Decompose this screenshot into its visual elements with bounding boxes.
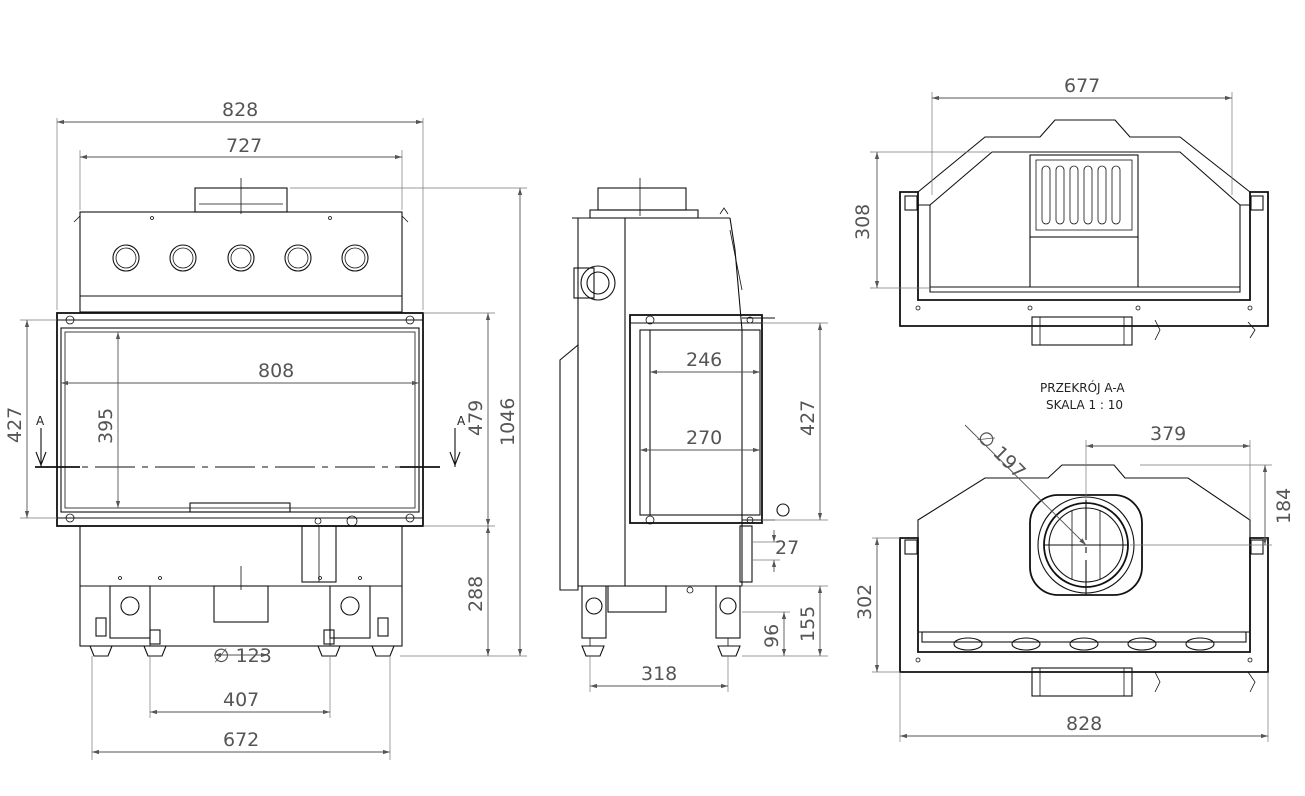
leg-brackets: [109, 585, 371, 646]
dim-27: 27: [775, 537, 799, 559]
dim-427-side: 427: [797, 400, 819, 436]
section-mark-left: A: [36, 414, 45, 428]
dim-96: 96: [761, 624, 783, 648]
dim-407: 407: [223, 689, 259, 711]
dim-184: 184: [1273, 488, 1295, 524]
dim-d197: ∅ 197: [972, 426, 1029, 483]
convection-holes: [112, 244, 369, 272]
dim-479: 479: [465, 400, 487, 436]
dim-828-section: 828: [1066, 713, 1102, 735]
front-dimensions: 828 727 808 395 427 479 1046 288 ∅ 123 4…: [4, 99, 527, 760]
dim-246: 246: [686, 349, 722, 371]
dim-308: 308: [852, 204, 874, 240]
dim-427-front: 427: [4, 407, 26, 443]
grate-slots: [1041, 165, 1121, 225]
dim-727: 727: [226, 135, 262, 157]
dim-d123: ∅ 123: [213, 645, 272, 667]
dim-808: 808: [258, 360, 294, 382]
dim-379: 379: [1150, 423, 1186, 445]
dim-318: 318: [641, 663, 677, 685]
dim-677: 677: [1064, 75, 1100, 97]
section-caption: PRZEKRÓJ A-A: [1040, 380, 1125, 395]
section-view: [899, 464, 1269, 697]
side-view: [559, 178, 790, 657]
section-scale: SKALA 1 : 10: [1046, 398, 1123, 412]
dim-395: 395: [95, 408, 117, 444]
air-duct-openings: [953, 637, 1215, 651]
dim-828-front: 828: [222, 99, 258, 121]
side-dimensions: 246 270 427 27 155 96 318: [589, 322, 828, 692]
dim-302: 302: [854, 584, 876, 620]
top-dimensions: 677 308: [852, 75, 1233, 289]
dim-288: 288: [465, 576, 487, 612]
top-view: [899, 119, 1269, 346]
dim-155: 155: [797, 606, 819, 642]
front-view: A A: [35, 178, 466, 657]
section-dimensions: ∅ 197 379 184 302 828: [854, 423, 1295, 742]
dim-672: 672: [223, 729, 259, 751]
section-mark-right: A: [457, 414, 466, 428]
dim-270: 270: [686, 427, 722, 449]
dim-1046: 1046: [497, 398, 519, 446]
